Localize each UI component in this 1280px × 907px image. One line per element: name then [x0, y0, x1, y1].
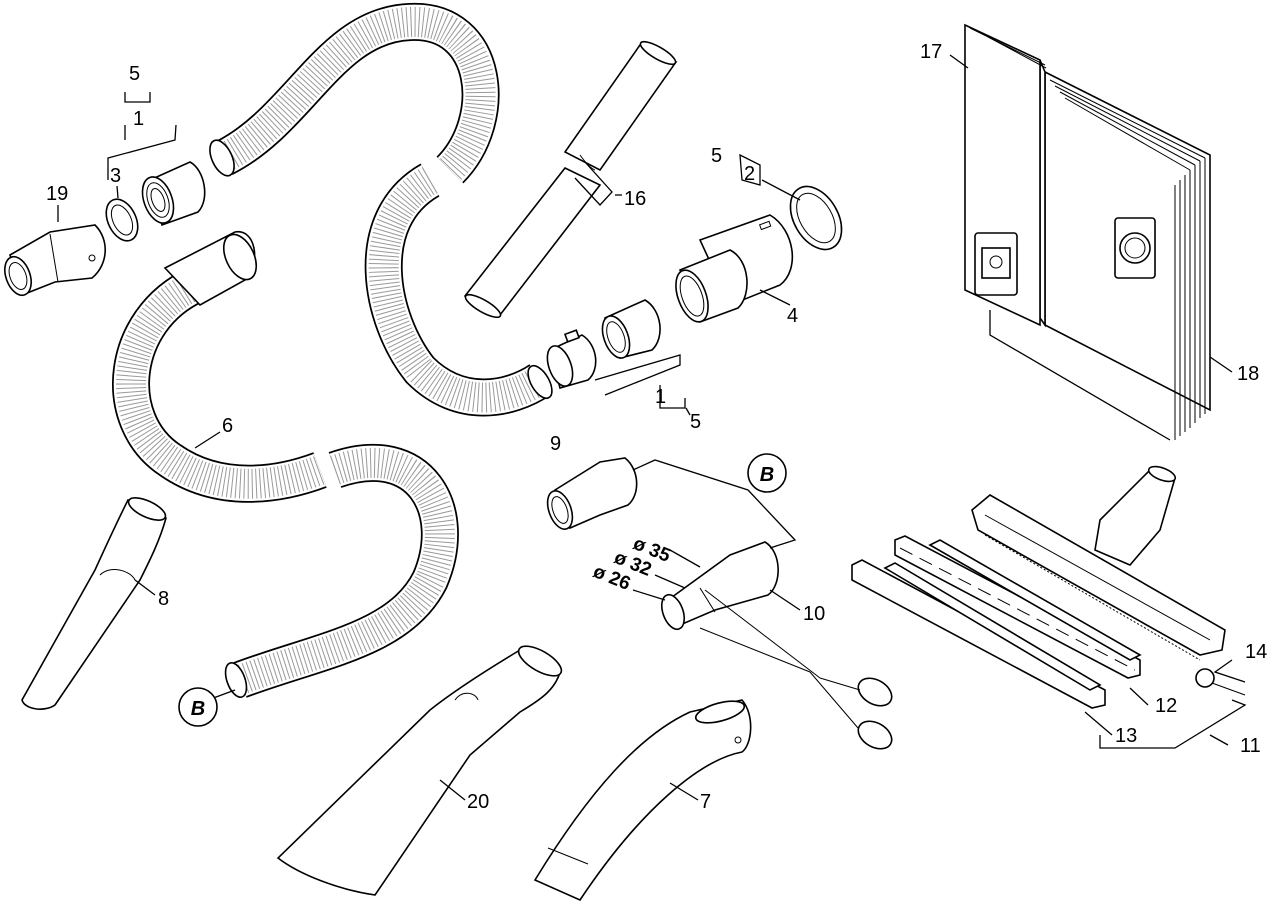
suction-hose-lower	[112, 231, 459, 698]
label-part-18: 18	[1237, 363, 1259, 385]
crevice-nozzle-part-8	[21, 497, 167, 710]
label-part-1-top: 1	[133, 108, 144, 130]
label-part-11: 11	[1240, 735, 1261, 757]
label-part-2: 2	[744, 163, 755, 185]
coupling-part-1-left	[141, 161, 206, 227]
label-part-5-top: 5	[129, 63, 140, 85]
nozzle-strip-part-13	[851, 559, 1106, 709]
wheel-part-14	[1195, 668, 1246, 696]
label-part-10: 10	[803, 603, 825, 625]
suction-hose-upper	[209, 2, 553, 417]
label-part-13: 13	[1115, 725, 1137, 747]
bend-part-7	[533, 699, 752, 902]
label-part-12: 12	[1155, 695, 1177, 717]
marker-label: B	[760, 464, 774, 486]
label-part-16: 16	[624, 188, 646, 210]
adapter-part-19	[4, 224, 106, 297]
label-part-5-mid: 5	[690, 411, 701, 433]
floor-nozzle-part-11	[971, 465, 1226, 661]
label-part-3: 3	[110, 165, 121, 187]
label-part-20: 20	[467, 791, 489, 813]
label-part-5-right: 5	[711, 145, 722, 167]
coupling-part-1-mid	[546, 299, 661, 389]
label-part-19: 19	[46, 183, 68, 205]
connection-marker-b-bottom: B	[178, 687, 218, 727]
adapter-part-9	[546, 457, 638, 530]
filter-bags-part-17-18	[964, 23, 1211, 440]
label-part-6: 6	[222, 415, 233, 437]
label-part-4: 4	[787, 305, 798, 327]
connector-part-4	[675, 214, 794, 324]
upholstery-nozzle-part-20	[276, 645, 563, 896]
nozzle-strip-part-12	[894, 535, 1142, 679]
label-part-1-mid: 1	[655, 386, 666, 408]
label-part-7: 7	[700, 791, 711, 813]
leader-lines	[57, 54, 1247, 801]
seal-ring-part-2	[789, 185, 843, 251]
connection-marker-b-top: B	[747, 453, 787, 493]
label-part-14: 14	[1245, 641, 1267, 663]
label-part-17: 17	[920, 41, 942, 63]
marker-label: B	[191, 698, 205, 720]
reducer-part-10	[660, 541, 893, 750]
clip-ring-part-3	[105, 198, 139, 242]
label-part-9: 9	[550, 433, 561, 455]
label-part-8: 8	[158, 588, 169, 610]
suction-tubes-part-16	[463, 40, 678, 319]
